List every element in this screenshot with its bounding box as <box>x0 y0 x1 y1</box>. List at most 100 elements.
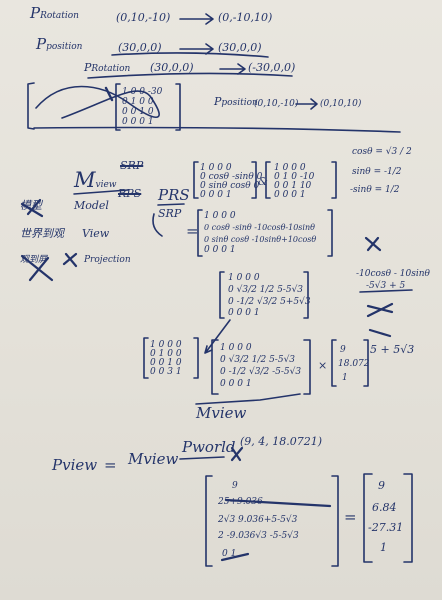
legend-model-zh: 模型 <box>20 199 42 212</box>
crossed-scribble <box>368 328 392 338</box>
trig-cos: cosθ = √3 / 2 <box>352 147 412 157</box>
rotation-line-from: (0,10,-10) <box>116 11 171 24</box>
result-vector-item: 9 <box>378 479 385 492</box>
vector-world-item: 1 <box>342 373 348 383</box>
rotation-line-2-from: (30,0,0) <box>150 61 194 74</box>
vector-world-item: 9 <box>340 345 346 355</box>
times-sign: × <box>318 359 328 372</box>
equals-sign: = <box>186 222 199 240</box>
crossed-scribble <box>62 252 78 268</box>
matrix-numeric-row: 0 √3/2 1/2 5-5√3 <box>228 285 304 295</box>
order-srp: SRP <box>158 207 182 220</box>
rotation-line-2-label: PRotation <box>84 61 131 74</box>
matrix-bracket <box>363 473 373 563</box>
underline-stroke <box>157 203 185 206</box>
matrix-result-row: 0 0 0 1 <box>204 245 236 255</box>
crossed-scribble <box>220 552 250 562</box>
matrix-bracket <box>403 473 413 563</box>
legend-model-label: Model <box>74 199 109 212</box>
crossed-scribble <box>364 236 382 252</box>
matrix-small-row: 0 0 1 0 <box>150 358 182 368</box>
equation-eq: = <box>104 456 117 474</box>
legend-projection-label: Projection <box>84 255 131 265</box>
matrix-main-row: 1 0 0 0 <box>220 343 252 353</box>
matrix-bracket <box>205 475 213 567</box>
matrix-bracket <box>143 337 149 379</box>
matrix-operator: & <box>258 175 268 188</box>
matrix-bracket <box>251 161 257 199</box>
mview-heading: Mview <box>74 168 117 192</box>
arrow-stroke <box>179 13 214 25</box>
result-vector-item: 1 <box>380 541 387 554</box>
matrix-small-row: 0 0 3 1 <box>150 367 182 377</box>
calc-row: 0 1 <box>222 549 237 559</box>
legend-projection-zh: 观到屏 <box>20 255 48 265</box>
matrix-bracket <box>193 337 199 379</box>
arrow-stroke <box>219 63 246 75</box>
matrix-bracket <box>175 83 181 131</box>
matrix-bracket <box>115 83 121 131</box>
matrix-small-row: 0 1 0 0 <box>150 349 182 359</box>
calc-row: 9 <box>232 481 238 491</box>
position-line-2-label: Pposition <box>214 95 258 108</box>
result-vector-item: -27.31 <box>368 521 404 534</box>
equation-rhs-p: Pworld <box>182 438 236 456</box>
trig-neg-sin: -sinθ = 1/2 <box>350 185 400 195</box>
matrix-main-row: 0 -1/2 √3/2 -5-5√3 <box>220 367 302 377</box>
side-work-line-2: -5√3 + 5 <box>366 281 406 291</box>
crossed-scribble <box>20 198 44 218</box>
matrix-numeric-row: 1 0 0 0 <box>228 273 260 283</box>
underline-stroke <box>73 189 129 195</box>
matrix-a-row: 0 0 0 1 <box>200 190 232 200</box>
arrow-stroke <box>295 98 318 110</box>
matrix-bracket <box>331 475 339 567</box>
matrix-a-row: 1 0 0 0 <box>200 163 232 173</box>
matrix-1-row: 0 1 0 0 <box>122 97 154 107</box>
side-work-line-3: 5 + 5√3 <box>370 343 415 356</box>
position-line-2-from: (0,10,-10) <box>254 99 299 109</box>
underline-stroke <box>111 52 269 58</box>
matrix-b-row: 0 0 1 10 <box>274 181 312 191</box>
matrix-b-row: 1 0 0 0 <box>274 163 306 173</box>
matrix-bracket <box>197 209 203 257</box>
rotation-line-2-to: (-30,0,0) <box>248 61 296 74</box>
position-line-from: (30,0,0) <box>118 41 162 54</box>
matrix-a-row: 0 cosθ -sinθ 0 <box>200 172 263 182</box>
matrix-bracket <box>211 339 219 395</box>
divider-stroke <box>33 126 401 133</box>
position-line-label: Pposition <box>36 35 83 53</box>
bracket-stroke <box>27 82 35 130</box>
marker-stroke <box>104 86 114 102</box>
curly-stroke <box>152 213 163 237</box>
calc-row: 2 -9.036√3 -5-5√3 <box>218 531 299 541</box>
trig-sin: sinθ = -1/2 <box>352 167 402 177</box>
crossed-order-srp: SRP <box>120 159 144 172</box>
matrix-result-row: 0 cosθ -sinθ -10cosθ-10sinθ <box>204 223 315 232</box>
equation-point: (9, 4, 18.0721) <box>240 435 323 448</box>
crossed-scribble <box>366 302 394 318</box>
matrix-a-row: 0 sinθ cosθ 0 <box>200 181 260 191</box>
matrix-b-row: 0 1 0 -10 <box>274 172 315 182</box>
crossed-order-rps: RPS <box>118 187 142 200</box>
crossed-scribble <box>230 446 244 462</box>
rotation-line-to: (0,-10,10) <box>218 11 273 24</box>
underline-stroke <box>87 72 293 79</box>
crossed-scribble <box>20 254 54 282</box>
crossed-scribble <box>224 498 332 508</box>
order-prs: PRS <box>158 186 190 204</box>
result-vector-item: 6.84 <box>372 501 397 514</box>
vector-world-item: 18.072 <box>338 359 370 369</box>
side-work-line-1: -10cosθ - 10sinθ <box>356 269 430 279</box>
underline-stroke <box>359 289 413 293</box>
arrow-stroke <box>204 319 231 354</box>
legend-view-zh: 世界到观 <box>20 227 64 240</box>
matrix-numeric-row: 0 0 0 1 <box>228 308 260 318</box>
matrix-b-row: 0 0 0 1 <box>274 190 306 200</box>
matrix-1-row: 0 0 0 1 <box>122 117 154 127</box>
matrix-bracket <box>331 339 337 387</box>
underline-stroke <box>195 393 301 405</box>
equation-rhs-m: Mview <box>128 450 179 468</box>
matrix-main-row: 0 √3/2 1/2 5-5√3 <box>220 355 296 365</box>
arrow-stroke <box>179 43 214 55</box>
